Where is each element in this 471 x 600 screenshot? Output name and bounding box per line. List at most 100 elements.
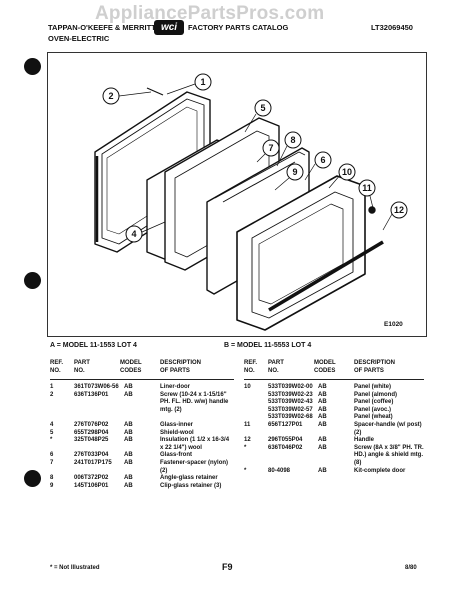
- description-cell: Spacer-handle (w/ post) (2): [354, 421, 422, 436]
- model-code-cell: AB: [318, 391, 327, 398]
- model-code-cell: AB: [124, 429, 133, 436]
- model-code-cell: AB: [318, 421, 327, 428]
- parts-table-left: REF. NO. PART NO. MODEL CODES DESCRIPTIO…: [50, 360, 234, 490]
- binder-hole-icon: [24, 272, 41, 289]
- callout-5: 5: [254, 99, 272, 117]
- description-cell: Screw (8A x 3/8" PH. TR. HD.) angle & sh…: [354, 444, 424, 466]
- part-number-cell: 361T073W06-56: [74, 384, 119, 390]
- col-part: PART NO.: [268, 360, 284, 374]
- part-number-cell: 145T106P01: [74, 482, 109, 489]
- col-model: MODEL CODES: [120, 360, 142, 374]
- svg-text:9: 9: [292, 167, 297, 177]
- part-number-cell: 655T298P04: [74, 429, 109, 436]
- page-number: F9: [222, 562, 233, 572]
- table-row: 11 656T127P01 AB Spacer-handle (w/ post) (2…: [244, 422, 424, 437]
- product-line: OVEN-ELECTRIC: [48, 34, 110, 43]
- svg-text:8: 8: [290, 135, 295, 145]
- part-number-cell: 656T127P01: [268, 421, 303, 428]
- ref-cell: 9: [50, 482, 54, 489]
- ref-cell: 11: [244, 421, 251, 428]
- exploded-door-diagram: 1 2 4 5 6 7 8: [94, 73, 408, 331]
- col-desc: DESCRIPTION OF PARTS: [354, 360, 396, 374]
- model-code-cell: AB: [318, 406, 327, 413]
- svg-text:7: 7: [268, 143, 273, 153]
- callout-7: 7: [262, 139, 280, 157]
- part-number-cell: 533T039W02-57: [268, 406, 313, 413]
- model-code-cell: AB: [318, 414, 327, 421]
- part-number-cell: 533T039W02-43: [268, 399, 313, 406]
- part-number-cell: 241T017P175: [74, 459, 112, 466]
- model-code-cell: AB: [124, 437, 133, 444]
- table-header: REF. NO. PART NO. MODEL CODES DESCRIPTIO…: [244, 360, 424, 380]
- model-code-cell: AB: [124, 475, 133, 482]
- model-code-cell: AB: [124, 391, 133, 398]
- description-cell: Screw (10-24 x 1-15/16" PH. FL. HD. w/w)…: [160, 391, 229, 413]
- wci-logo: wci: [154, 20, 184, 35]
- parts-table-right: REF. NO. PART NO. MODEL CODES DESCRIPTIO…: [244, 360, 424, 475]
- callout-11: 11: [358, 179, 376, 197]
- callout-12: 12: [390, 201, 408, 219]
- svg-text:12: 12: [394, 205, 404, 215]
- description-cell: Glass-inner: [160, 421, 194, 428]
- model-code-cell: AB: [124, 384, 133, 390]
- description-cell: Panel (white): [354, 384, 392, 390]
- description-cell: Panel (coffee): [354, 399, 394, 406]
- ref-cell: 7: [50, 459, 54, 466]
- svg-text:1: 1: [200, 77, 205, 87]
- description-cell: Clip-glass retainer (3): [160, 482, 222, 489]
- model-code-cell: AB: [318, 384, 327, 390]
- part-number-cell: 296T055P04: [268, 437, 303, 444]
- callout-8: 8: [284, 131, 302, 149]
- model-code-cell: AB: [318, 399, 327, 406]
- part-number-cell: 325T048P25: [74, 437, 109, 444]
- ref-cell: 8: [50, 475, 54, 482]
- binder-hole-icon: [24, 58, 41, 75]
- col-part: PART NO.: [74, 360, 90, 374]
- revision-date: 8/80: [405, 565, 417, 571]
- description-cell: Glass-front: [160, 452, 193, 459]
- table-row: 533T039W02-43 AB Panel (coffee): [244, 399, 424, 407]
- svg-text:5: 5: [260, 103, 265, 113]
- table-row: 8 006T372P02 AB Angle-glass retainer: [50, 475, 234, 483]
- svg-text:11: 11: [362, 183, 372, 193]
- svg-text:4: 4: [131, 229, 136, 239]
- description-cell: Kit-complete door: [354, 467, 406, 474]
- part-number-cell: 533T039W02-23: [268, 391, 313, 398]
- model-code-cell: AB: [318, 437, 327, 444]
- binder-hole-icon: [24, 470, 41, 487]
- table-row: 533T039W02-23 AB Panel (almond): [244, 392, 424, 400]
- part-number-cell: 80-4098: [268, 467, 291, 474]
- catalog-code: LT32069450: [371, 23, 413, 32]
- col-desc: DESCRIPTION OF PARTS: [160, 360, 202, 374]
- diagram-frame: [47, 52, 427, 337]
- table-header: REF. NO. PART NO. MODEL CODES DESCRIPTIO…: [50, 360, 234, 380]
- brand-header: TAPPAN-O'KEEFE & MERRITT OVEN-ELECTRIC: [48, 22, 156, 44]
- model-code-cell: AB: [124, 452, 133, 459]
- ref-cell: 2: [50, 391, 54, 398]
- col-ref: REF. NO.: [244, 360, 258, 374]
- description-cell: Angle-glass retainer: [160, 475, 218, 482]
- ref-cell: 4: [50, 421, 54, 428]
- description-cell: Panel (almond): [354, 391, 398, 398]
- svg-text:2: 2: [108, 91, 113, 101]
- catalog-title: FACTORY PARTS CATALOG: [188, 23, 289, 32]
- footnote: * = Not Illustrated: [50, 565, 100, 571]
- ref-cell: *: [244, 444, 247, 451]
- col-ref: REF. NO.: [50, 360, 64, 374]
- part-number-cell: 006T372P02: [74, 475, 109, 482]
- ref-cell: *: [50, 437, 53, 444]
- svg-text:10: 10: [342, 167, 352, 177]
- part-number-cell: 276T033P04: [74, 452, 109, 459]
